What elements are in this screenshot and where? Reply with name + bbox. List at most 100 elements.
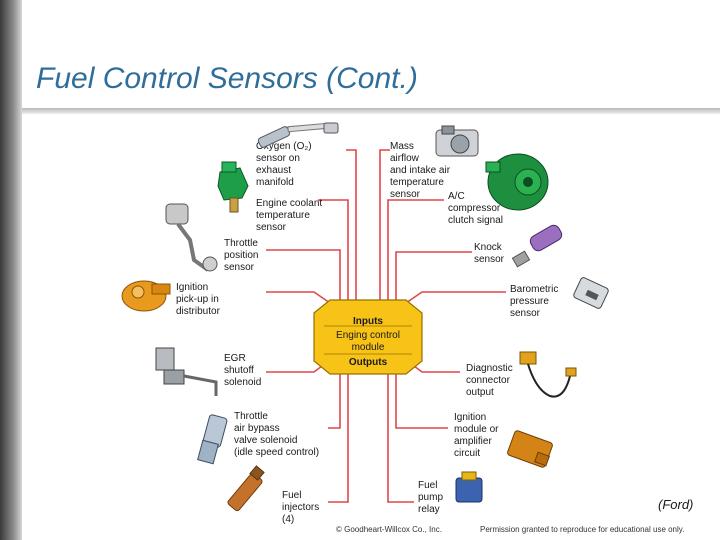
module-name-line1: Enging control	[336, 330, 400, 341]
line-knock	[395, 251, 472, 303]
module-inputs-label: Inputs	[353, 316, 383, 327]
label-maf-line: and intake air	[390, 165, 451, 176]
label-throttle-pos-line: position	[224, 250, 258, 261]
label-knock-line: Knock	[474, 242, 503, 253]
label-throttle-pos-line: Throttle	[224, 238, 258, 249]
title-divider	[22, 108, 720, 114]
oxygen-sensor-icon	[257, 122, 339, 148]
label-coolant-line: temperature	[256, 210, 310, 221]
connector-lines	[266, 149, 506, 503]
egr-solenoid-icon	[155, 347, 218, 396]
line-ac	[387, 199, 444, 303]
coolant-sensor-icon	[217, 161, 249, 213]
slide-left-bar	[0, 0, 22, 540]
image-credit: (Ford)	[658, 497, 694, 512]
fuel-pump-relay-icon	[455, 471, 483, 503]
label-ac-line: A/C	[448, 191, 465, 202]
label-baro-line: Barometric	[510, 284, 558, 295]
label-ign-module-line: circuit	[454, 448, 480, 459]
label-coolant-line: sensor	[256, 222, 287, 233]
line-ignition-module	[395, 374, 448, 429]
label-ac-line: clutch signal	[448, 215, 503, 226]
module-outputs-label: Outputs	[349, 357, 388, 368]
line-o2	[346, 149, 357, 303]
distributor-pickup-icon	[121, 280, 171, 312]
label-o2-line: exhaust	[256, 165, 291, 176]
line-throttle-position	[266, 249, 341, 303]
label-o2-line: Oxygen (O₂)	[256, 141, 312, 152]
label-egr-line: shutoff	[224, 365, 254, 376]
module-name-line2: module	[352, 342, 385, 353]
fuel-injector-icon	[227, 465, 265, 512]
label-ignition-pickup-line: Ignition	[176, 282, 208, 293]
label-ignition-pickup-line: distributor	[176, 306, 221, 317]
label-o2-line: manifold	[256, 177, 294, 188]
label-knock-line: sensor	[474, 254, 505, 265]
label-baro-line: pressure	[510, 296, 549, 307]
slide-title: Fuel Control Sensors (Cont.)	[36, 62, 418, 95]
label-injectors-line: (4)	[282, 514, 294, 525]
label-injectors-line: Fuel	[282, 490, 301, 501]
label-bypass-line: valve solenoid	[234, 435, 297, 446]
label-injectors-line: injectors	[282, 502, 319, 513]
label-maf-line: airflow	[390, 153, 420, 164]
mass-airflow-sensor-icon	[435, 125, 479, 157]
label-baro-line: sensor	[510, 308, 541, 319]
footer-permission: Permission granted to reproduce for educ…	[480, 525, 685, 534]
module-box	[313, 299, 423, 375]
label-diag-line: Diagnostic	[466, 363, 513, 374]
footer-copyright: © Goodheart-Willcox Co., Inc.	[336, 525, 442, 534]
label-o2-line: sensor on	[256, 153, 300, 164]
label-diag-line: connector	[466, 375, 511, 386]
label-coolant-line: Engine coolant	[256, 198, 322, 209]
line-bypass	[328, 374, 341, 429]
ac-compressor-icon	[485, 153, 549, 211]
line-coolant	[318, 199, 349, 303]
fuel-control-diagram: Inputs Enging control module Outputs Oxy…	[121, 122, 609, 525]
label-egr-line: EGR	[224, 353, 246, 364]
line-ignition-pickup	[266, 291, 331, 304]
line-fuel-pump-relay	[387, 374, 414, 503]
label-pump-relay-line: pump	[418, 492, 443, 503]
engine-control-module: Inputs Enging control module Outputs	[313, 299, 423, 375]
label-ign-module-line: Ignition	[454, 412, 486, 423]
diagram-area: Inputs Enging control module Outputs Oxy…	[118, 120, 623, 525]
label-ignition-pickup-line: pick-up in	[176, 294, 219, 305]
label-pump-relay-line: relay	[418, 504, 440, 515]
label-diag-line: output	[466, 387, 494, 398]
label-pump-relay-line: Fuel	[418, 480, 437, 491]
air-bypass-valve-icon	[197, 414, 228, 465]
diagnostic-connector-icon	[519, 351, 577, 398]
line-injectors	[328, 374, 349, 503]
component-icons	[121, 122, 609, 512]
label-bypass-line: (idle speed control)	[234, 447, 319, 458]
barometric-sensor-icon	[573, 277, 609, 309]
knock-sensor-icon	[511, 224, 563, 268]
label-egr-line: solenoid	[224, 377, 261, 388]
line-baro	[405, 291, 506, 304]
label-bypass-line: Throttle	[234, 411, 268, 422]
ignition-module-icon	[507, 430, 553, 468]
label-ign-module-line: module or	[454, 424, 499, 435]
label-maf-line: Mass	[390, 141, 414, 152]
label-maf-line: temperature	[390, 177, 444, 188]
line-maf	[379, 149, 390, 303]
label-ac-line: compressor	[448, 203, 501, 214]
label-bypass-line: air bypass	[234, 423, 280, 434]
label-ign-module-line: amplifier	[454, 436, 492, 447]
label-maf-line: sensor	[390, 189, 421, 200]
